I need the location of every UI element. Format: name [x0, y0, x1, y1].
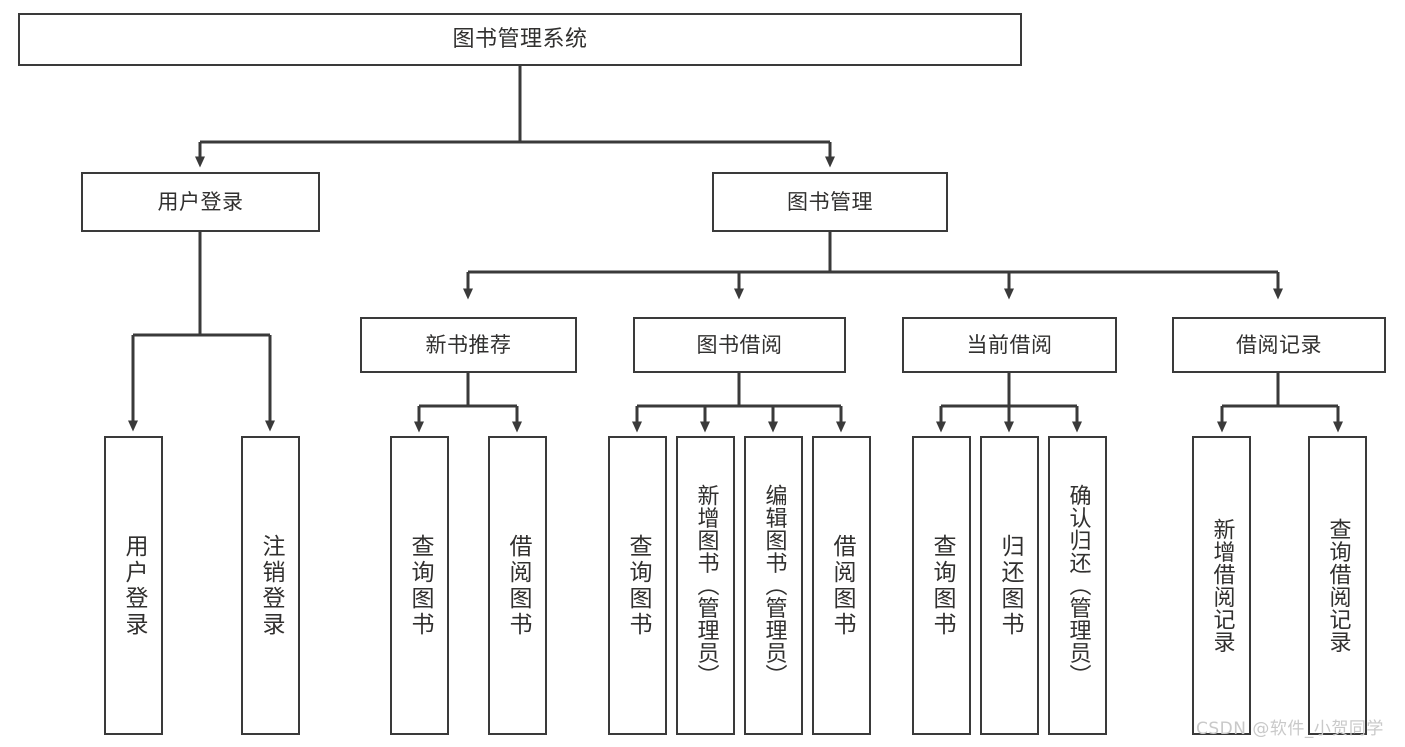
leaf-add-book[interactable]: 新增图书（管理员） — [676, 436, 735, 735]
node-user-login-label: 用户登录 — [157, 189, 244, 214]
leaf-query-book-cur-label: 查询图书 — [929, 533, 955, 638]
leaf-query-book-borrow[interactable]: 查询图书 — [608, 436, 667, 735]
leaf-add-record[interactable]: 新增借阅记录 — [1192, 436, 1251, 735]
leaf-query-book-rec[interactable]: 查询图书 — [390, 436, 449, 735]
leaf-borrow-book[interactable]: 借阅图书 — [812, 436, 871, 735]
node-book-manage[interactable]: 图书管理 — [712, 172, 948, 232]
node-new-book-recommend[interactable]: 新书推荐 — [360, 317, 577, 373]
leaf-user-login-label: 用户登录 — [121, 533, 147, 638]
leaf-query-book-rec-label: 查询图书 — [407, 533, 433, 638]
leaf-user-login[interactable]: 用户登录 — [104, 436, 163, 735]
leaf-add-record-label: 新增借阅记录 — [1209, 518, 1235, 653]
node-book-borrow-label: 图书借阅 — [696, 332, 783, 357]
leaf-return-book-label: 归还图书 — [997, 533, 1023, 638]
leaf-borrow-book-rec-label: 借阅图书 — [505, 533, 531, 638]
leaf-logout-login-label: 注销登录 — [258, 533, 284, 638]
node-book-borrow[interactable]: 图书借阅 — [633, 317, 846, 373]
leaf-query-book-borrow-label: 查询图书 — [625, 533, 651, 638]
csdn-watermark: CSDN @软件_小贺同学 — [1196, 719, 1384, 739]
leaf-confirm-return[interactable]: 确认归还（管理员） — [1048, 436, 1107, 735]
leaf-edit-book[interactable]: 编辑图书（管理员） — [744, 436, 803, 735]
leaf-logout-login[interactable]: 注销登录 — [241, 436, 300, 735]
leaf-confirm-return-label: 确认归还（管理员） — [1065, 484, 1091, 687]
node-current-borrow[interactable]: 当前借阅 — [902, 317, 1117, 373]
leaf-query-book-cur[interactable]: 查询图书 — [912, 436, 971, 735]
node-root[interactable]: 图书管理系统 — [18, 13, 1022, 66]
node-root-label: 图书管理系统 — [452, 26, 588, 52]
node-book-manage-label: 图书管理 — [787, 189, 873, 214]
leaf-query-record[interactable]: 查询借阅记录 — [1308, 436, 1367, 735]
leaf-return-book[interactable]: 归还图书 — [980, 436, 1039, 735]
node-user-login[interactable]: 用户登录 — [81, 172, 320, 232]
node-borrow-record-label: 借阅记录 — [1236, 332, 1322, 357]
leaf-borrow-book-rec[interactable]: 借阅图书 — [488, 436, 547, 735]
node-borrow-record[interactable]: 借阅记录 — [1172, 317, 1386, 373]
node-new-book-recommend-label: 新书推荐 — [425, 332, 512, 357]
node-current-borrow-label: 当前借阅 — [966, 332, 1053, 357]
leaf-add-book-label: 新增图书（管理员） — [693, 484, 719, 687]
leaf-query-record-label: 查询借阅记录 — [1325, 518, 1351, 653]
leaf-borrow-book-label: 借阅图书 — [829, 533, 855, 638]
leaf-edit-book-label: 编辑图书（管理员） — [761, 484, 787, 687]
